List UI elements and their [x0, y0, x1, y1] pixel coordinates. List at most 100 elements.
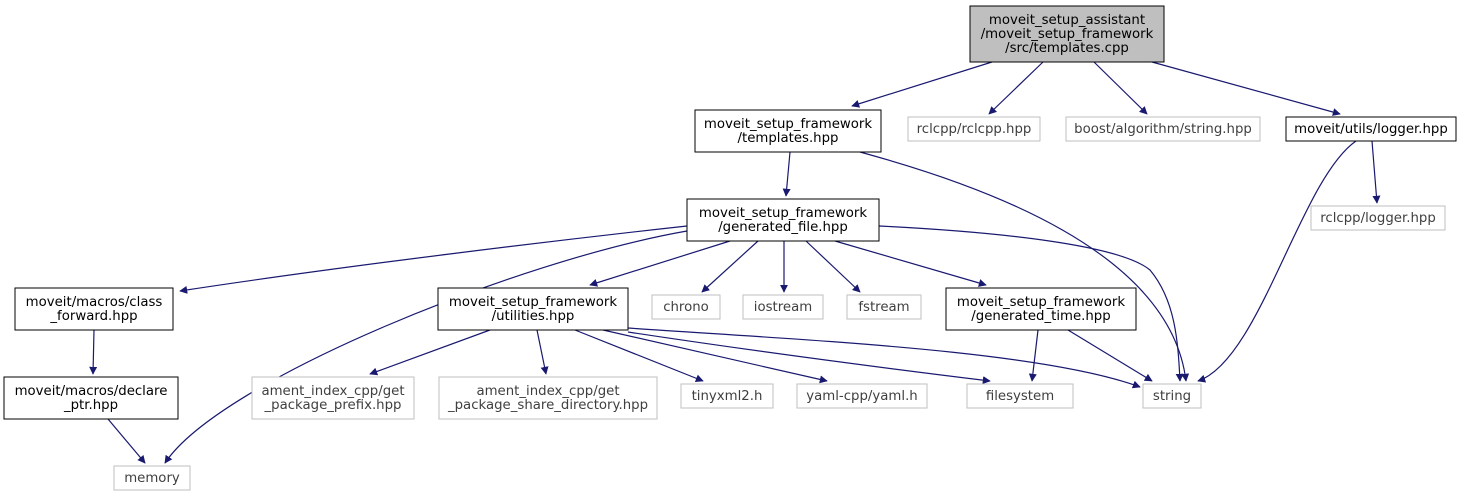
edge-class_forward-to-declare_ptr — [89, 329, 98, 375]
node-templates_hpp[interactable]: moveit_setup_framework/templates.hpp — [694, 109, 882, 153]
edge-generated_file-to-generated_time — [834, 240, 987, 287]
edge-root-to-logger_hpp — [1151, 61, 1341, 116]
node-label: iostream — [754, 300, 812, 315]
node-rclcpp: rclcpp/rclcpp.hpp — [907, 116, 1041, 142]
node-label: moveit_setup_framework — [449, 295, 617, 310]
node-ament_prefix: ament_index_cpp/get_package_prefix.hpp — [251, 376, 415, 420]
node-label: moveit/utils/logger.hpp — [1294, 122, 1448, 137]
node-label: moveit_setup_framework — [704, 117, 872, 132]
node-box — [113, 465, 191, 491]
node-box — [437, 287, 629, 331]
node-label: ament_index_cpp/get — [476, 384, 619, 399]
node-ament_share: ament_index_cpp/get_package_share_direct… — [438, 376, 658, 420]
node-box — [438, 376, 658, 420]
node-box — [907, 116, 1041, 142]
node-boost_string: boost/algorithm/string.hpp — [1065, 116, 1261, 142]
node-label: fstream — [858, 300, 909, 315]
node-label: filesystem — [986, 389, 1054, 404]
node-string: string — [1142, 383, 1202, 409]
node-class_forward[interactable]: moveit/macros/class_forward.hpp — [14, 287, 174, 331]
node-memory: memory — [113, 465, 191, 491]
node-label: moveit/macros/class — [26, 295, 163, 310]
edge-generated_time-to-string — [1067, 329, 1153, 382]
node-generated_time[interactable]: moveit_setup_framework/generated_time.hp… — [945, 287, 1137, 331]
edge-utilities-to-string — [627, 327, 1141, 389]
node-box — [742, 294, 824, 320]
node-fstream: fstream — [846, 294, 922, 320]
edge-generated_file-to-class_forward — [179, 225, 688, 294]
edge-generated_file-to-chrono — [701, 240, 759, 293]
node-box — [14, 287, 174, 331]
node-rclcpp_logger: rclcpp/logger.hpp — [1310, 205, 1446, 231]
node-label: _forward.hpp — [49, 309, 137, 324]
node-box — [945, 287, 1137, 331]
node-label: tinyxml2.h — [692, 389, 763, 404]
node-label: ament_index_cpp/get — [261, 384, 404, 399]
node-box — [1285, 116, 1457, 142]
node-box — [796, 383, 928, 409]
node-yaml: yaml-cpp/yaml.h — [796, 383, 928, 409]
node-label: chrono — [663, 300, 709, 315]
node-utilities[interactable]: moveit_setup_framework/utilities.hpp — [437, 287, 629, 331]
node-label: _ptr.hpp — [63, 398, 118, 413]
edge-root-to-rclcpp — [988, 61, 1044, 115]
node-label: _package_share_directory.hpp — [447, 398, 648, 413]
node-label: /generated_time.hpp — [971, 309, 1110, 324]
node-label: memory — [124, 471, 180, 486]
node-label: /generated_file.hpp — [718, 220, 848, 235]
edge-root-to-templates_hpp — [851, 61, 993, 108]
node-box — [1310, 205, 1446, 231]
node-label: yaml-cpp/yaml.h — [806, 389, 917, 404]
node-box — [846, 294, 922, 320]
node-label: /utilities.hpp — [492, 309, 575, 324]
node-root: moveit_setup_assistant/moveit_setup_fram… — [969, 5, 1165, 63]
node-box — [1142, 383, 1202, 409]
edges-layer — [89, 61, 1381, 464]
edge-templates_hpp-to-generated_file — [782, 151, 791, 197]
edge-utilities-to-ament_share — [536, 329, 549, 375]
node-box — [251, 376, 415, 420]
edge-generated_file-to-utilities — [589, 240, 731, 287]
node-declare_ptr[interactable]: moveit/macros/declare_ptr.hpp — [3, 376, 179, 420]
node-label: moveit/macros/declare — [15, 384, 168, 399]
node-iostream: iostream — [742, 294, 824, 320]
node-label: moveit_setup_assistant — [989, 13, 1145, 28]
node-box — [966, 383, 1074, 409]
node-label: _package_prefix.hpp — [263, 398, 401, 413]
edge-generated_file-to-string — [878, 225, 1184, 382]
node-tinyxml2: tinyxml2.h — [680, 383, 774, 409]
edge-utilities-to-tinyxml2 — [574, 329, 704, 383]
node-box — [651, 294, 721, 320]
node-label: boost/algorithm/string.hpp — [1074, 122, 1252, 137]
node-box — [969, 5, 1165, 63]
node-label: rclcpp/rclcpp.hpp — [917, 122, 1032, 137]
edge-generated_file-to-fstream — [805, 240, 861, 293]
node-logger_hpp[interactable]: moveit/utils/logger.hpp — [1285, 116, 1457, 142]
edge-generated_time-to-filesystem — [1028, 329, 1039, 382]
nodes-layer: moveit_setup_assistant/moveit_setup_fram… — [3, 5, 1457, 491]
node-label: rclcpp/logger.hpp — [1320, 211, 1436, 226]
node-box — [680, 383, 774, 409]
node-label: string — [1153, 389, 1191, 404]
node-box — [694, 109, 882, 153]
edge-utilities-to-ament_prefix — [369, 329, 491, 376]
edge-logger_hpp-to-string — [1197, 140, 1357, 383]
node-box — [3, 376, 179, 420]
node-label: /moveit_setup_framework — [981, 27, 1154, 42]
edge-logger_hpp-to-rclcpp_logger — [1371, 140, 1381, 204]
edge-utilities-to-filesystem — [627, 331, 991, 385]
edge-utilities-to-yaml — [602, 329, 828, 384]
node-label: moveit_setup_framework — [699, 206, 867, 221]
edge-declare_ptr-to-memory — [107, 418, 146, 464]
edge-generated_file-to-memory — [164, 230, 688, 464]
node-label: /templates.hpp — [738, 131, 839, 146]
node-box — [686, 198, 880, 242]
edge-templates_hpp-to-string — [859, 151, 1190, 382]
node-generated_file[interactable]: moveit_setup_framework/generated_file.hp… — [686, 198, 880, 242]
node-filesystem: filesystem — [966, 383, 1074, 409]
node-label: moveit_setup_framework — [957, 295, 1125, 310]
edge-root-to-boost_string — [1093, 61, 1148, 115]
node-box — [1065, 116, 1261, 142]
node-label: /src/templates.cpp — [1005, 41, 1129, 56]
